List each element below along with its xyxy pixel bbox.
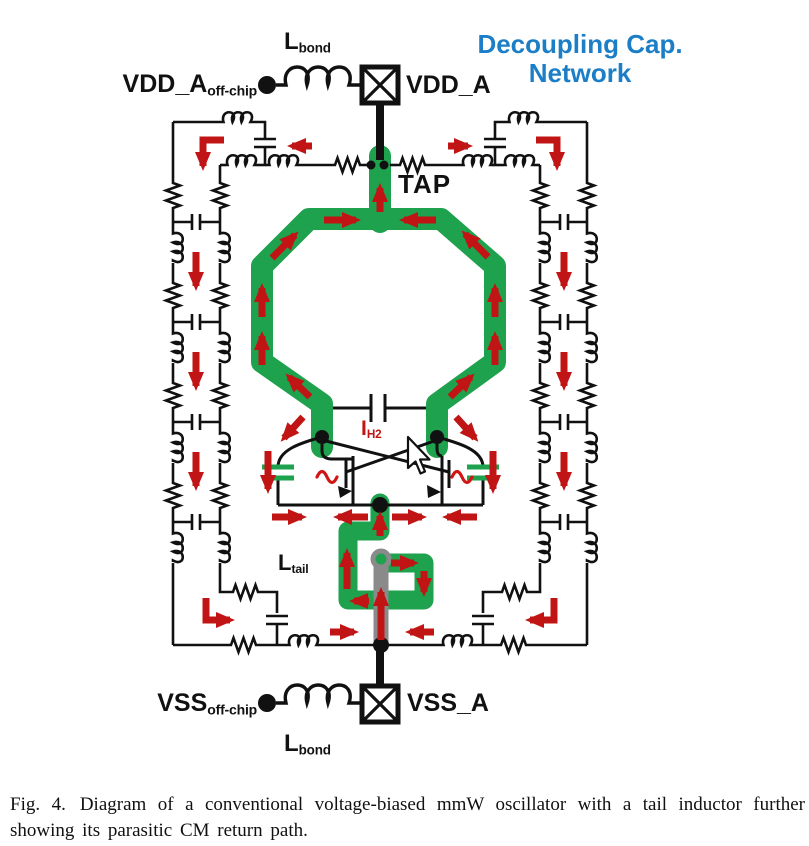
ih2-current-label: IH2 (361, 417, 382, 441)
vss-offchip-label: VSSoff-chip (157, 689, 257, 718)
ltail-label: Ltail (278, 550, 309, 577)
decoupling-cap-network-label: Decoupling Cap. Network (477, 29, 683, 88)
decoupling-ladder-right (531, 178, 599, 564)
offchip-node-dot (258, 76, 276, 94)
drain-capacitor-icon (333, 394, 426, 422)
cross-coupling-wires (321, 438, 450, 474)
mouse-cursor-icon (406, 435, 431, 475)
cross-coupled-pair (276, 394, 485, 507)
cm-current-arrows (188, 136, 572, 640)
bond-inductor-icon (274, 683, 364, 705)
vdd-bond-branch (258, 64, 401, 160)
noise-source-icons (315, 469, 474, 485)
tap-label: TAP (398, 169, 452, 199)
lbond-bottom-label: Lbond (284, 730, 331, 758)
offchip-node-dot (258, 694, 276, 712)
nmos-left-icon (344, 456, 355, 494)
vdd-a-label: VDD_A (406, 71, 491, 99)
bond-inductor-icon (274, 65, 364, 87)
vdd-offchip-label: VDD_Aoff-chip (122, 70, 258, 99)
circuit-diagram (164, 64, 599, 725)
nmos-right-icon (440, 456, 451, 494)
figure-caption: Fig. 4.Diagram of a conventional voltage… (0, 782, 809, 844)
via-dot (370, 548, 392, 570)
figure-caption-text: Diagram of a conventional voltage-biased… (10, 794, 805, 841)
figure-caption-tag: Fig. 4. (10, 794, 66, 815)
circuit-wiring (164, 110, 599, 654)
figure-4-oscillator-diagram: Lbond VDD_Aoff-chip VDD_A Decoupling Cap… (122, 28, 683, 758)
lbond-top-label: Lbond (284, 28, 331, 56)
tail-inductor (338, 493, 434, 653)
decoupling-ladder-left (164, 178, 232, 564)
vss-a-label: VSS_A (407, 689, 489, 717)
vss-bond-branch (258, 645, 401, 725)
node-dots (315, 160, 444, 653)
